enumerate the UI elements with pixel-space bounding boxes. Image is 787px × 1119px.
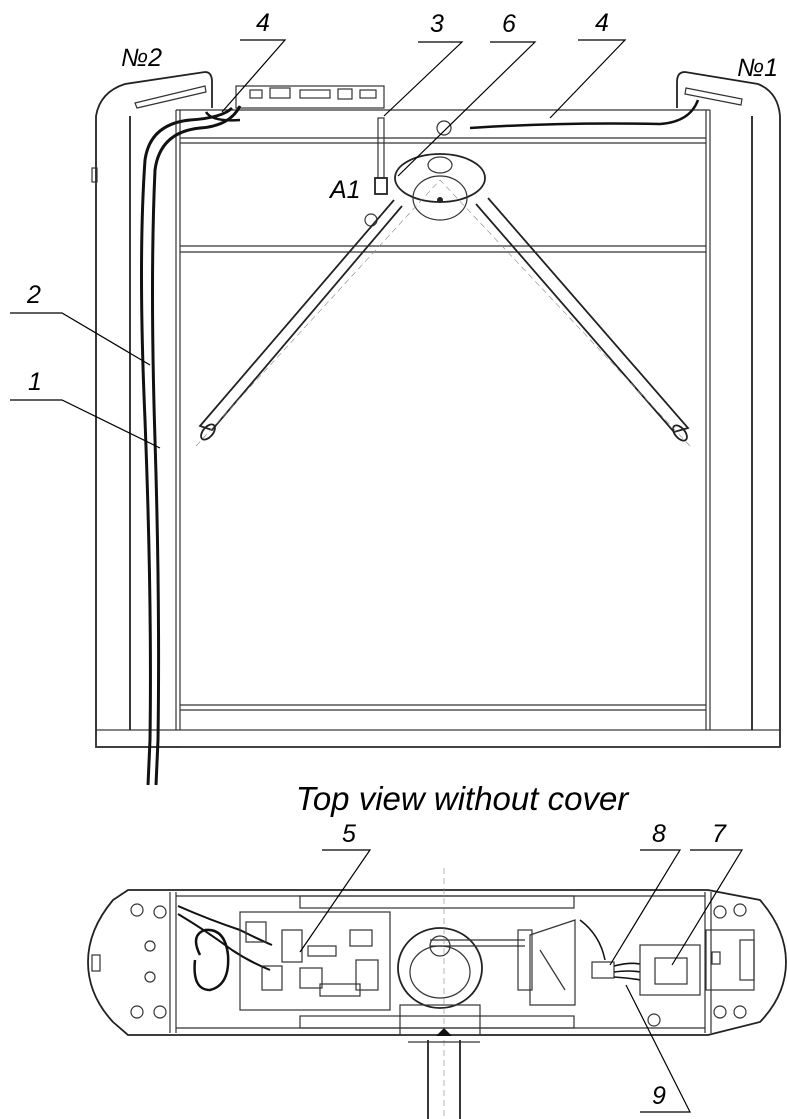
- rotor-hub: [364, 120, 486, 227]
- callout-a1: A1: [328, 176, 361, 204]
- callout-6: 6: [502, 10, 516, 38]
- leader-lines: [10, 39, 627, 449]
- callout-9: 9: [652, 1082, 666, 1110]
- top-cap-right: [676, 71, 781, 117]
- top-cap-left: [95, 71, 213, 117]
- turnstile-arms: [195, 179, 691, 447]
- top-leader-lines: [299, 849, 744, 1113]
- top-view-housing: [87, 889, 787, 1036]
- turnstile-housing: [91, 109, 781, 748]
- rotor-mechanism: [397, 927, 533, 1036]
- callout-3: 3: [430, 10, 444, 38]
- cable-coil: [177, 905, 273, 992]
- callout-no1: №1: [737, 54, 778, 82]
- sensor-a1: [374, 117, 388, 195]
- controller-board: [235, 85, 385, 109]
- top-view: 5 8 7 9: [87, 820, 787, 1119]
- callout-1: 1: [28, 368, 42, 396]
- indicator-board: [639, 929, 755, 996]
- top-view-title: Top view without cover: [296, 780, 631, 817]
- callout-no2: №2: [121, 44, 162, 72]
- controller-board-top: [239, 911, 391, 1011]
- callout-7: 7: [712, 820, 727, 848]
- cable-bundle: [140, 99, 700, 786]
- callout-5: 5: [342, 820, 356, 848]
- callout-4-right: 4: [595, 9, 609, 37]
- callout-2: 2: [26, 281, 41, 309]
- connector-8: [591, 961, 641, 981]
- callout-4-left: 4: [256, 9, 270, 37]
- front-view: 1 2 3 6 4 4 A1 №2 №1: [10, 9, 781, 786]
- mount-plate: [529, 919, 606, 1006]
- callout-8: 8: [652, 820, 666, 848]
- rotor-shaft: [408, 868, 480, 1119]
